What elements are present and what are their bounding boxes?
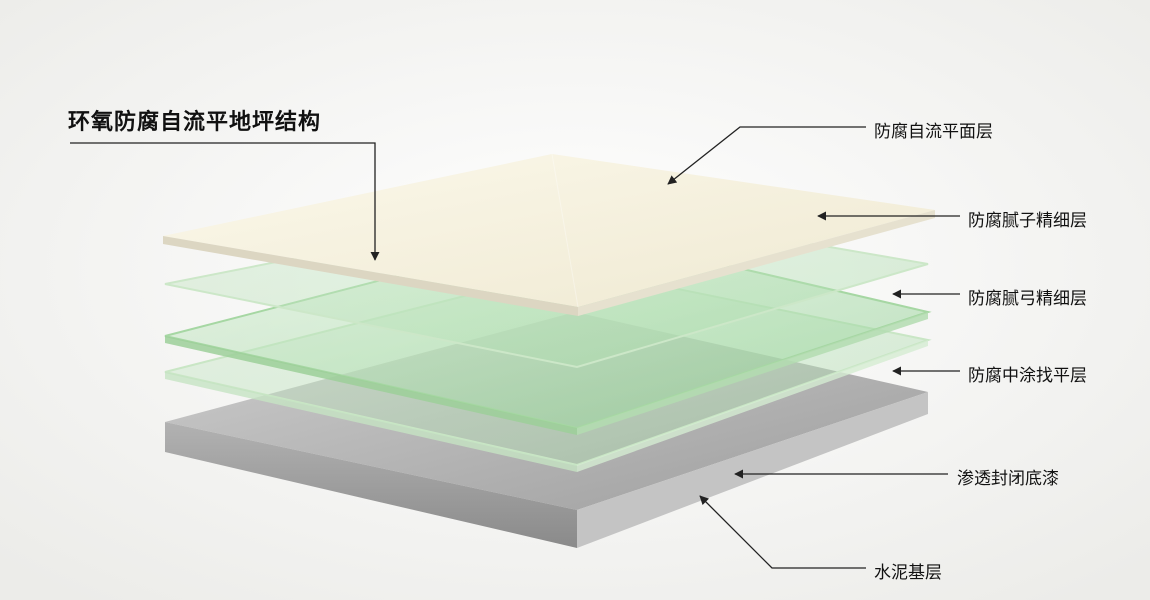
label-middle-leveling-layer: 防腐中涂找平层: [968, 366, 1087, 386]
leader-base: [699, 495, 866, 569]
label-top-self-leveling-layer: 防腐自流平面层: [874, 122, 993, 142]
label-fine-putty-layer-2: 防腐腻弓精细层: [968, 289, 1087, 309]
top-self-leveling-layer: [163, 153, 935, 316]
leader-top-layer: [667, 126, 866, 185]
label-fine-putty-layer-1: 防腐腻子精细层: [968, 211, 1087, 231]
label-concrete-base-layer: 水泥基层: [874, 563, 942, 583]
diagram-title: 环氧防腐自流平地坪结构: [68, 110, 322, 135]
leader-lines: [667, 126, 960, 569]
title-leader: [70, 142, 380, 261]
label-primer-layer: 渗透封闭底漆: [957, 469, 1059, 489]
